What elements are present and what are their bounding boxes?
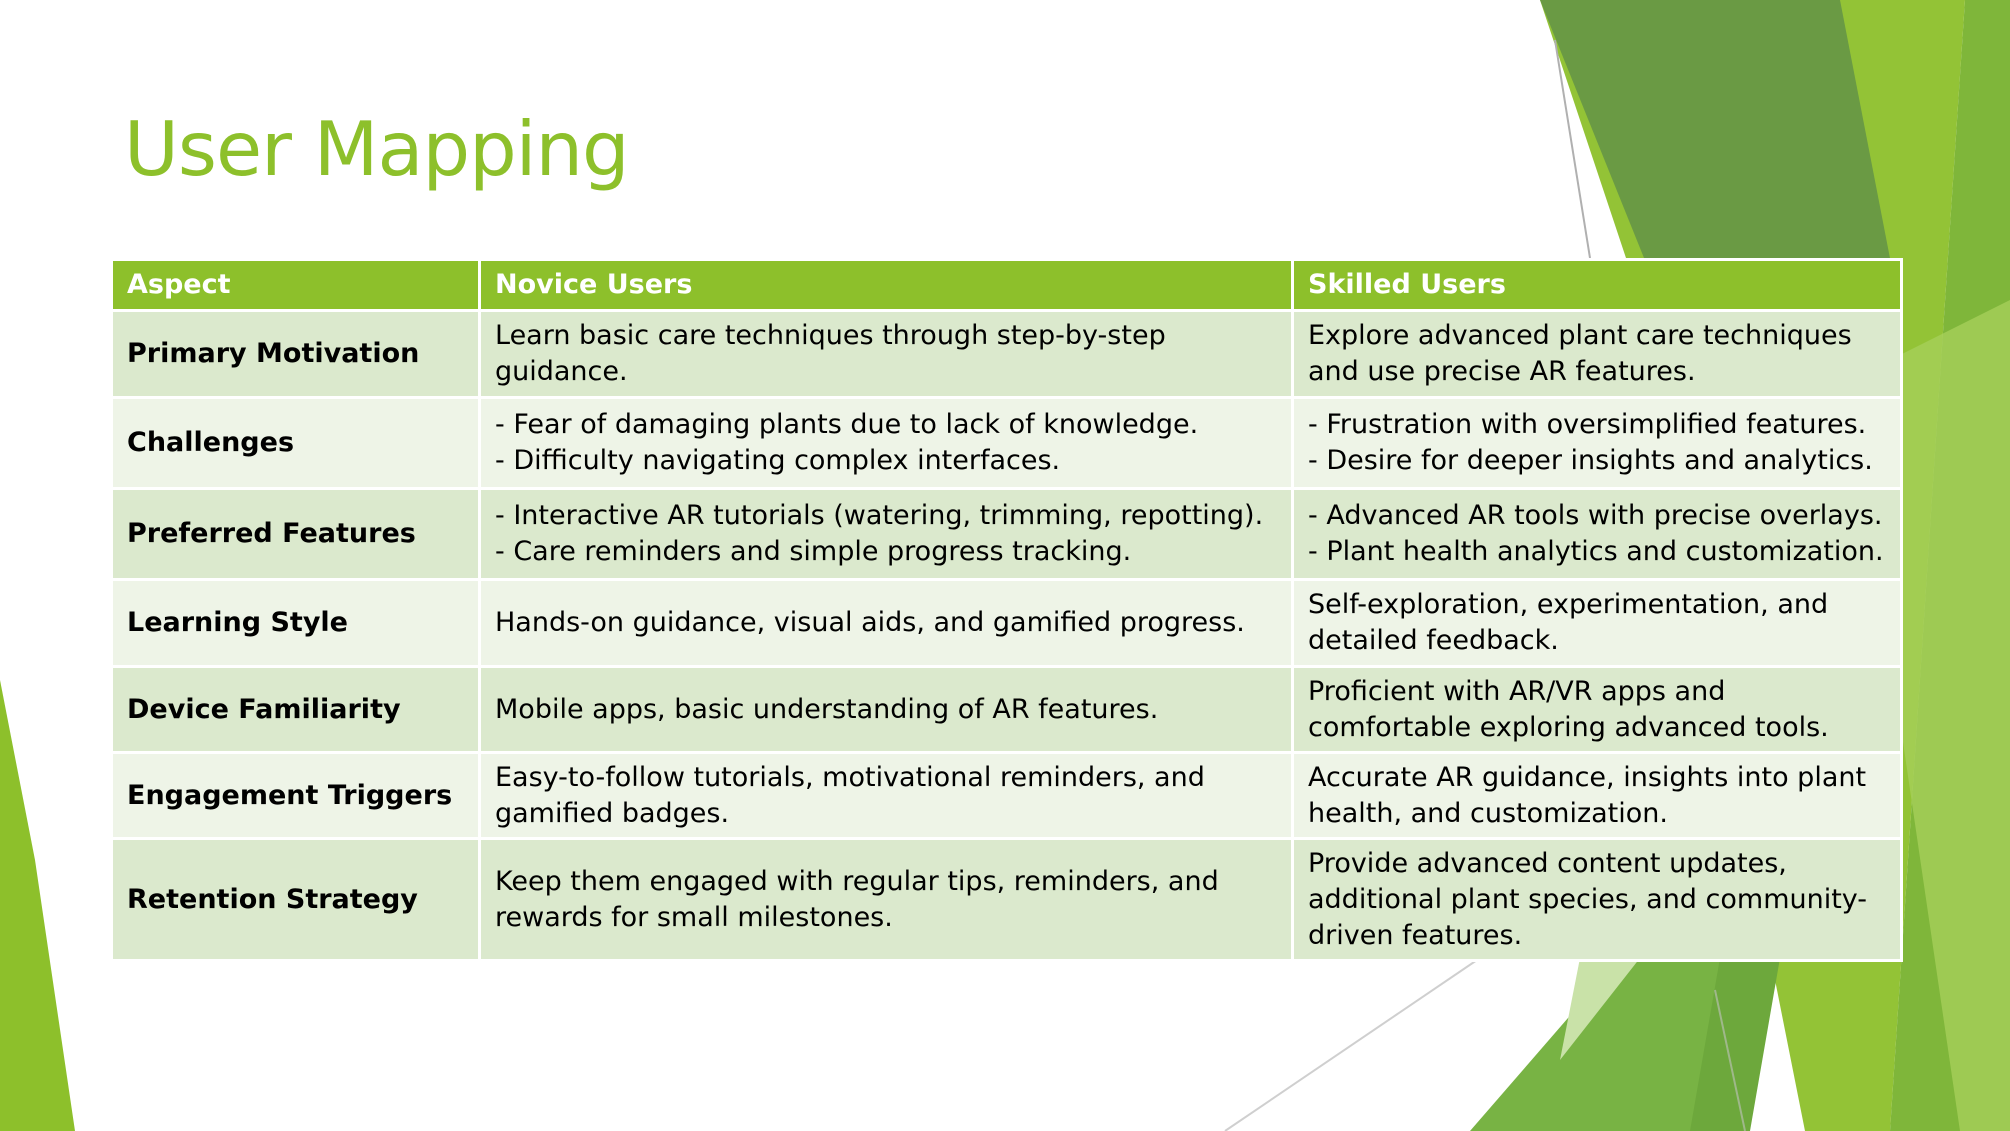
skilled-cell: Self-exploration, experimentation, and d… — [1291, 578, 1903, 668]
skilled-cell: - Frustration with oversimplified featur… — [1291, 396, 1903, 490]
novice-cell: Easy-to-follow tutorials, motivational r… — [478, 751, 1294, 840]
header-skilled-users: Skilled Users — [1291, 258, 1903, 312]
aspect-cell: Device Familiarity — [110, 665, 481, 754]
header-novice-users: Novice Users — [478, 258, 1294, 312]
skilled-cell: Explore advanced plant care techniques a… — [1291, 309, 1903, 399]
skilled-cell: - Advanced AR tools with precise overlay… — [1291, 487, 1903, 581]
user-mapping-table: Aspect Novice Users Skilled Users Primar… — [110, 258, 1903, 962]
table-row: Primary Motivation Learn basic care tech… — [110, 309, 1903, 399]
novice-cell: Hands-on guidance, visual aids, and gami… — [478, 578, 1294, 668]
table-row: Learning Style Hands-on guidance, visual… — [110, 578, 1903, 668]
aspect-cell: Preferred Features — [110, 487, 481, 581]
user-mapping-table-container: Aspect Novice Users Skilled Users Primar… — [110, 258, 1903, 962]
novice-cell: Mobile apps, basic understanding of AR f… — [478, 665, 1294, 754]
novice-cell: Keep them engaged with regular tips, rem… — [478, 837, 1294, 962]
novice-cell: - Fear of damaging plants due to lack of… — [478, 396, 1294, 490]
slide-title: User Mapping — [124, 105, 630, 193]
table-row: Retention Strategy Keep them engaged wit… — [110, 837, 1903, 962]
table-row: Device Familiarity Mobile apps, basic un… — [110, 665, 1903, 754]
header-aspect: Aspect — [110, 258, 481, 312]
novice-cell: - Interactive AR tutorials (watering, tr… — [478, 487, 1294, 581]
aspect-cell: Challenges — [110, 396, 481, 490]
skilled-cell: Provide advanced content updates, additi… — [1291, 837, 1903, 962]
skilled-cell: Proficient with AR/VR apps and comfortab… — [1291, 665, 1903, 754]
skilled-cell: Accurate AR guidance, insights into plan… — [1291, 751, 1903, 840]
aspect-cell: Learning Style — [110, 578, 481, 668]
aspect-cell: Engagement Triggers — [110, 751, 481, 840]
table-header-row: Aspect Novice Users Skilled Users — [110, 258, 1903, 312]
aspect-cell: Retention Strategy — [110, 837, 481, 962]
table-row: Preferred Features - Interactive AR tuto… — [110, 487, 1903, 581]
table-row: Challenges - Fear of damaging plants due… — [110, 396, 1903, 490]
table-row: Engagement Triggers Easy-to-follow tutor… — [110, 751, 1903, 840]
aspect-cell: Primary Motivation — [110, 309, 481, 399]
novice-cell: Learn basic care techniques through step… — [478, 309, 1294, 399]
